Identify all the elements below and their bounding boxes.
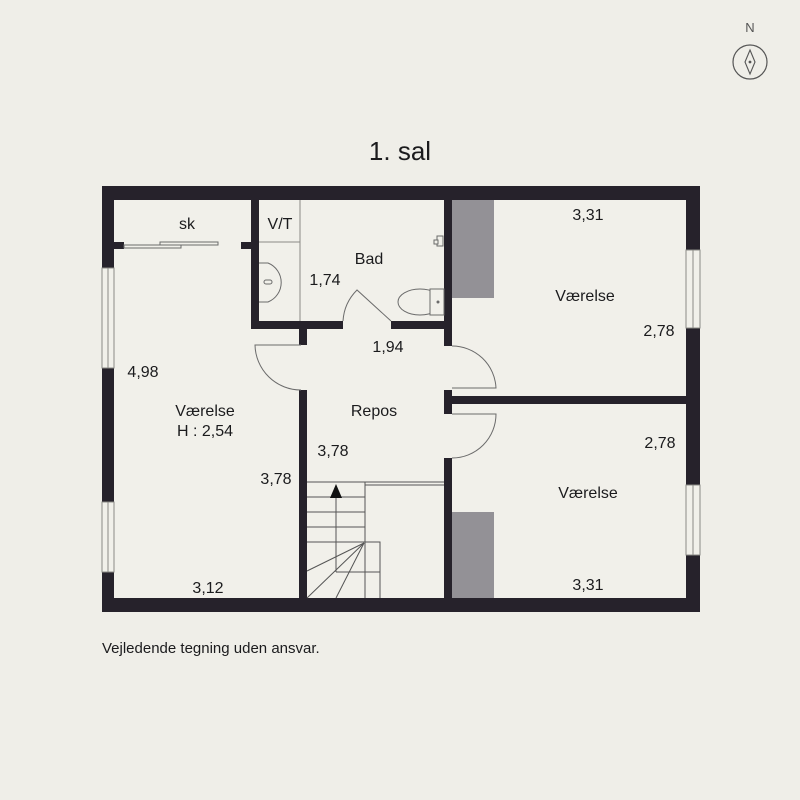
shower-icon: [433, 235, 444, 247]
doors: [254, 289, 497, 459]
wall-landing-west: [299, 390, 307, 603]
wall-bedroom-partition: [444, 396, 690, 404]
walls: [102, 186, 700, 612]
wall-bath-south-right: [391, 321, 451, 329]
compass-icon: [732, 44, 768, 80]
door-bath: [342, 289, 392, 322]
floor-title: 1. sal: [368, 136, 432, 166]
door-bedroom-southeast: [451, 413, 497, 459]
dim-bedroom-west-width: 3,12: [192, 580, 223, 597]
compass-north-label: N: [745, 20, 755, 35]
dim-landing-side: 3,78: [317, 443, 348, 460]
vt-niche: [259, 200, 301, 321]
disclaimer: Vejledende tegning uden ansvar.: [102, 640, 320, 657]
wardrobe-southeast: [452, 512, 494, 600]
closet-sliding-doors: [123, 241, 219, 249]
wall-east-1: [686, 186, 700, 250]
wall-west-1: [102, 186, 114, 268]
dim-bedroom-west-side: 3,78: [260, 471, 291, 488]
wardrobe-northeast: [452, 200, 494, 298]
wall-west-2: [102, 368, 114, 502]
wall-bath-south-left: [251, 321, 343, 329]
label-landing: Repos: [351, 403, 397, 420]
door-bedroom-northeast: [451, 345, 497, 389]
label-bath: Bad: [355, 251, 383, 268]
wall-bath-west: [251, 196, 259, 328]
wall-north: [102, 186, 700, 200]
wall-east-2: [686, 328, 700, 485]
label-bedroom-west-height: H : 2,54: [177, 423, 233, 440]
stair-direction-arrow-icon: [330, 484, 342, 498]
dim-bedroom-se-depth: 2,78: [644, 435, 675, 452]
closet-stub-right: [241, 242, 251, 249]
wall-stub-landing: [299, 321, 307, 345]
wall-bath-east: [444, 196, 452, 346]
washbasin-icon: [259, 262, 282, 303]
dim-bedroom-ne-depth: 2,78: [643, 323, 674, 340]
dim-bedroom-ne-width: 3,31: [572, 207, 603, 224]
staircase: [306, 481, 444, 599]
label-bedroom-west: Værelse: [175, 403, 235, 420]
dim-bedroom-west-length: 4,98: [127, 364, 158, 381]
windows: [101, 249, 701, 573]
closet-stub-left: [114, 242, 124, 249]
dim-bedroom-se-width: 3,31: [572, 577, 603, 594]
label-bedroom-southeast: Værelse: [558, 485, 618, 502]
wall-east-3: [686, 555, 700, 612]
wall-south: [102, 598, 700, 612]
compass: N: [730, 20, 770, 84]
dim-bath: 1,74: [309, 272, 340, 289]
door-bedroom-west: [254, 344, 302, 391]
wall-west-3: [102, 572, 114, 612]
label-bedroom-northeast: Værelse: [555, 288, 615, 305]
label-closet: sk: [179, 216, 196, 233]
label-laundry: V/T: [268, 216, 293, 233]
toilet-icon: [397, 288, 445, 316]
dim-landing-top: 1,94: [372, 339, 403, 356]
wall-landing-east-low: [444, 458, 452, 603]
